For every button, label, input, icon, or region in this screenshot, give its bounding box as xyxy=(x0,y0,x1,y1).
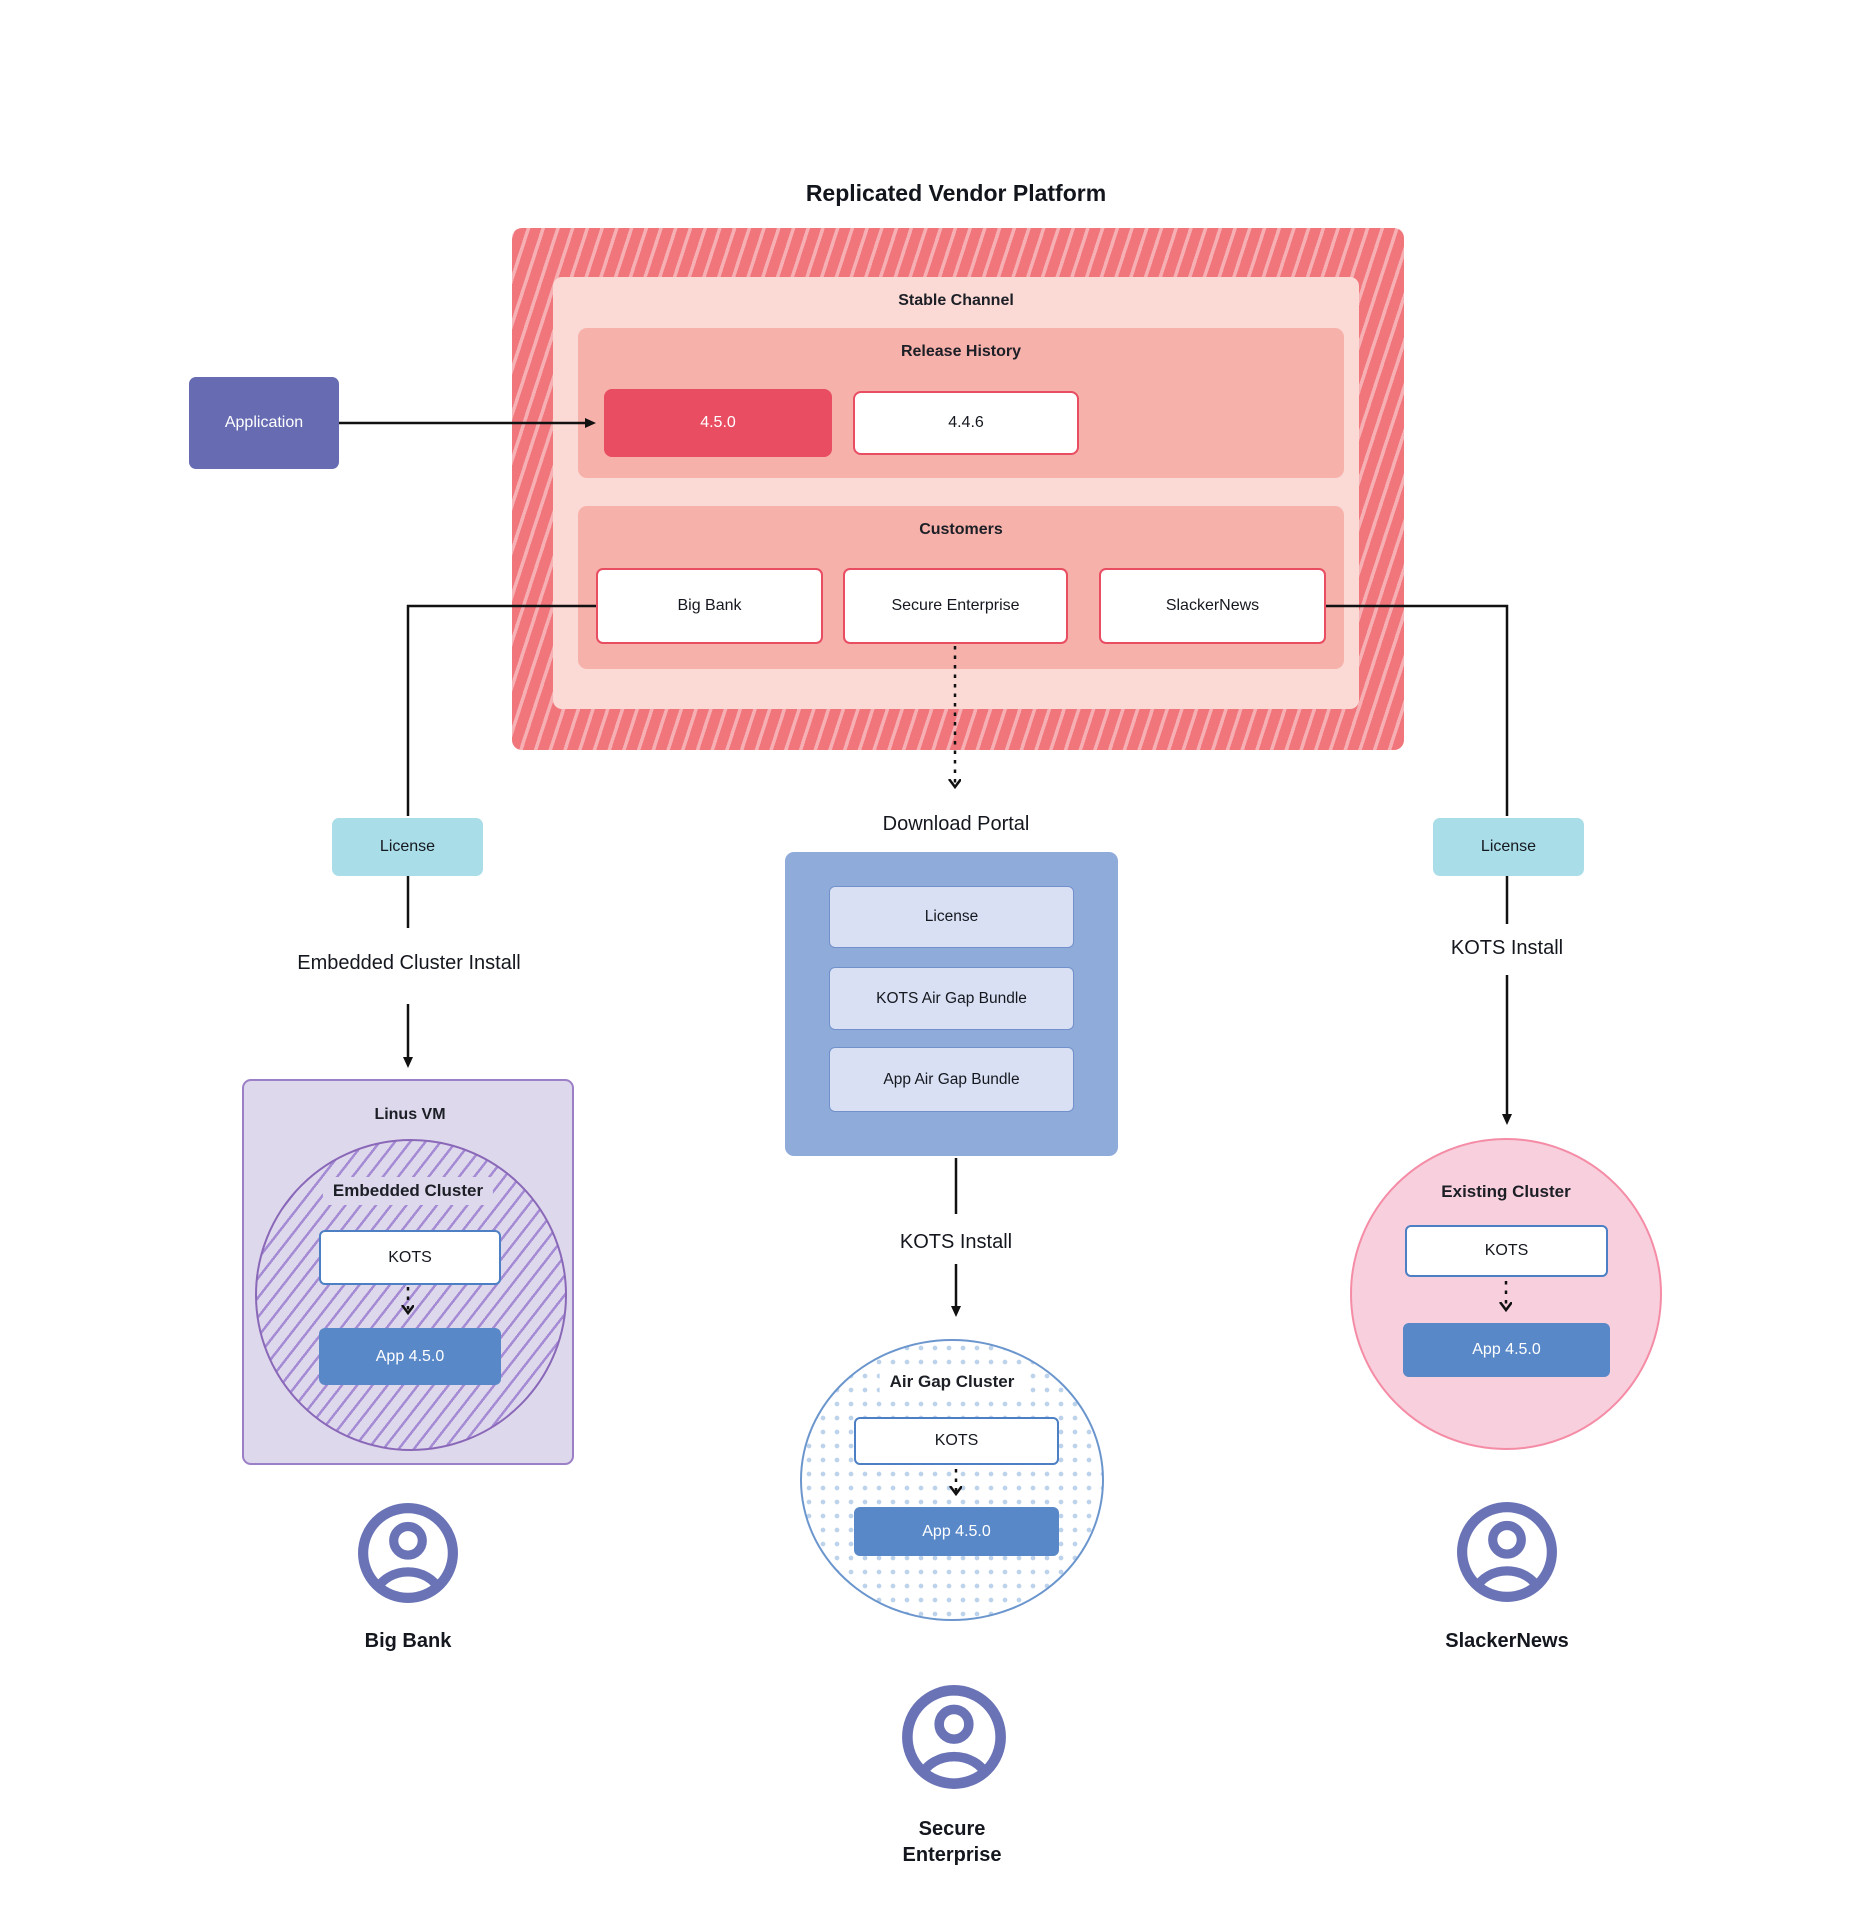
kots-box-left: KOTS xyxy=(319,1230,501,1285)
stable-channel-label: Stable Channel xyxy=(898,292,1014,309)
embedded-cluster-label: Embedded Cluster xyxy=(322,1177,494,1205)
slackernews-user-icon xyxy=(1456,1501,1558,1603)
big-bank-user-icon xyxy=(357,1502,459,1604)
secure-enterprise-user-icon xyxy=(901,1684,1007,1790)
embedded-cluster-install-label: Embedded Cluster Install xyxy=(297,951,521,974)
app-box-middle: App 4.5.0 xyxy=(854,1507,1059,1556)
portal-item-app-airgap-bundle: App Air Gap Bundle xyxy=(829,1047,1074,1112)
release-history-box: Release History 4.5.0 4.4.6 xyxy=(578,328,1344,478)
linus-vm-label: Linus VM xyxy=(374,1106,446,1123)
download-portal-box: License KOTS Air Gap Bundle App Air Gap … xyxy=(785,852,1118,1156)
diagram-title: Replicated Vendor Platform xyxy=(805,179,1107,206)
customer-slackernews: SlackerNews xyxy=(1099,568,1326,644)
release-4-4-6: 4.4.6 xyxy=(853,391,1079,455)
portal-item-license: License xyxy=(829,886,1074,948)
slackernews-user-label: SlackerNews xyxy=(1445,1630,1569,1652)
customer-big-bank: Big Bank xyxy=(596,568,823,644)
release-4-5-0: 4.5.0 xyxy=(604,389,832,457)
kots-install-label-middle: KOTS Install xyxy=(899,1230,1013,1253)
existing-cluster-label: Existing Cluster xyxy=(1441,1182,1571,1201)
air-gap-cluster-label: Air Gap Cluster xyxy=(879,1368,1025,1396)
stable-channel-box: Stable Channel Release History 4.5.0 4.4… xyxy=(553,277,1359,709)
kots-install-label-right: KOTS Install xyxy=(1450,936,1564,959)
customers-label: Customers xyxy=(919,521,1003,538)
big-bank-user-label: Big Bank xyxy=(364,1630,452,1652)
application-box: Application xyxy=(189,377,339,469)
portal-item-kots-airgap-bundle: KOTS Air Gap Bundle xyxy=(829,967,1074,1030)
vendor-platform-box: Stable Channel Release History 4.5.0 4.4… xyxy=(512,228,1404,750)
customer-secure-enterprise: Secure Enterprise xyxy=(843,568,1068,644)
license-box-right: License xyxy=(1433,818,1584,876)
secure-enterprise-user-label: Secure Enterprise xyxy=(902,1818,1002,1866)
kots-box-right: KOTS xyxy=(1405,1225,1608,1277)
release-history-label: Release History xyxy=(900,343,1022,360)
app-box-left: App 4.5.0 xyxy=(319,1328,501,1385)
download-portal-label: Download Portal xyxy=(882,812,1030,835)
customers-box: Customers Big Bank Secure Enterprise Sla… xyxy=(578,506,1344,669)
kots-box-middle: KOTS xyxy=(854,1417,1059,1465)
app-box-right: App 4.5.0 xyxy=(1403,1323,1610,1377)
license-box-left: License xyxy=(332,818,483,876)
linus-vm-box: Linus VM Embedded Cluster KOTS App 4.5.0 xyxy=(242,1079,574,1465)
